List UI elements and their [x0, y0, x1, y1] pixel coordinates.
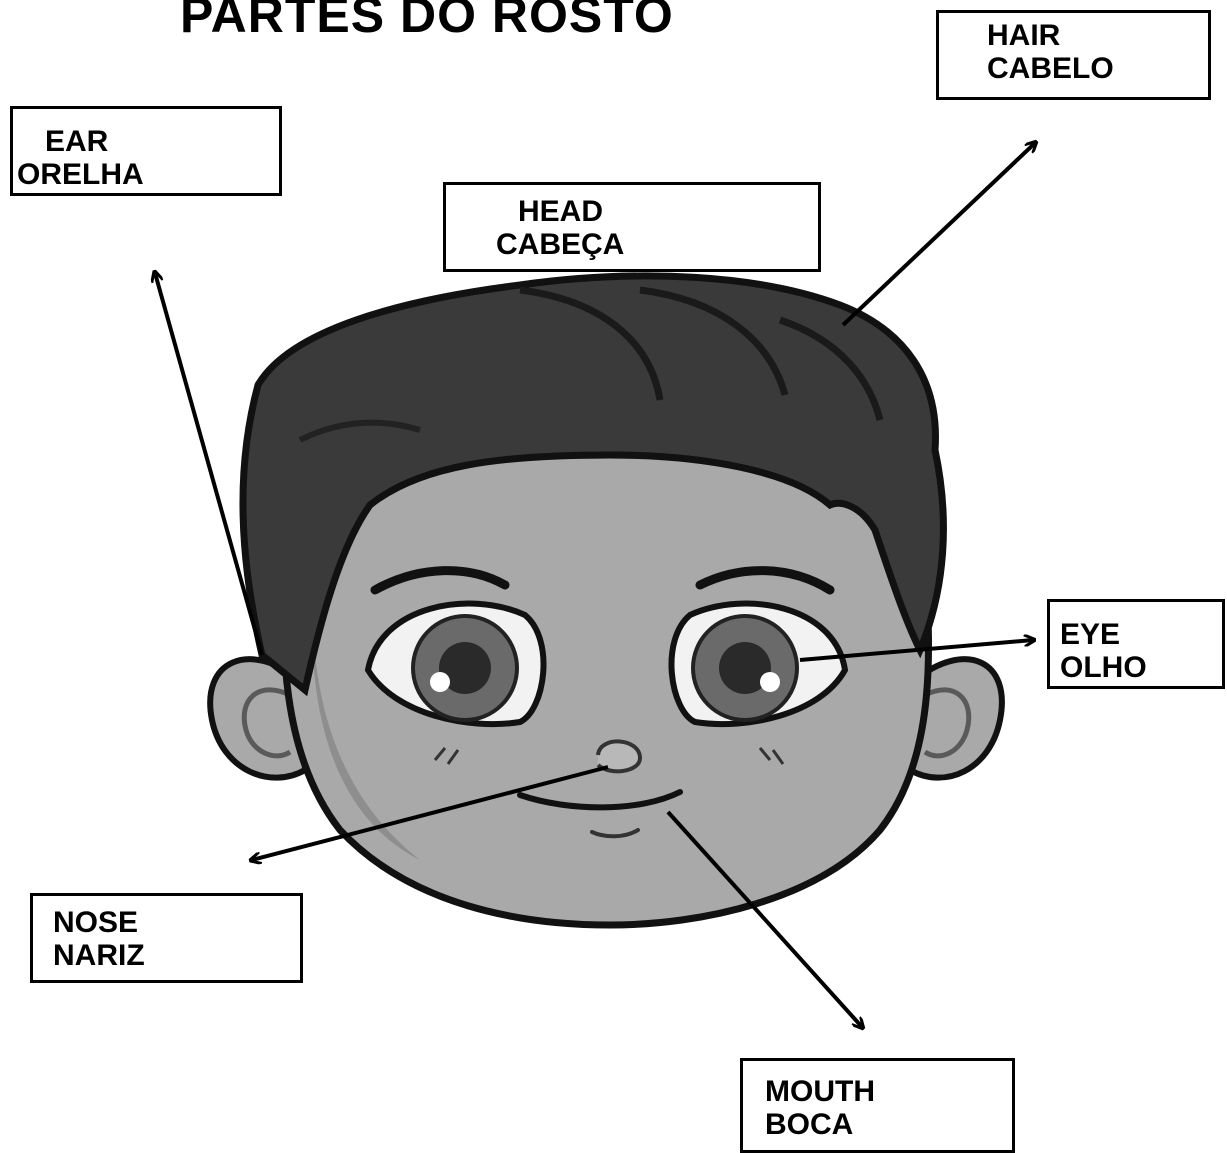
nose	[596, 739, 643, 774]
eye-arrow	[799, 640, 1033, 662]
left-eye	[364, 600, 547, 727]
left-ear	[207, 656, 309, 781]
nose-arrow	[252, 765, 609, 860]
mouth-arrow	[666, 810, 862, 1027]
ear-label-english: EAR	[45, 125, 109, 158]
left-cheek-marks	[433, 747, 460, 765]
mouth	[517, 789, 683, 811]
hair-label-box: HAIR CABELO	[936, 10, 1211, 100]
page-title: PARTES DO ROSTO	[180, 0, 674, 43]
eye-label-portuguese: OLHO	[1060, 651, 1147, 684]
ear-arrow	[155, 273, 264, 656]
mouth-label-english: MOUTH	[765, 1075, 875, 1108]
head-label-english: HEAD	[518, 195, 604, 228]
right-cheek-marks	[758, 747, 785, 765]
head-label-portuguese: CABEÇA	[496, 228, 625, 261]
eye-label-english: EYE	[1060, 618, 1121, 651]
chin-line	[590, 828, 640, 839]
head-label-box: HEAD CABEÇA	[443, 182, 821, 272]
right-eyebrow	[695, 566, 835, 595]
right-eye	[668, 600, 849, 727]
ear-label-portuguese: ORELHA	[17, 158, 144, 191]
ear-label-box: EAR ORELHA	[10, 106, 282, 196]
hair-label-portuguese: CABELO	[987, 52, 1114, 85]
left-eyebrow	[370, 566, 510, 595]
nose-label-english: NOSE	[53, 906, 139, 939]
nose-label-portuguese: NARIZ	[53, 939, 145, 972]
hair	[239, 272, 947, 697]
right-ear	[906, 656, 1005, 781]
nose-label-box: NOSE NARIZ	[30, 893, 303, 983]
hair-arrow	[841, 143, 1035, 327]
mouth-label-box: MOUTH BOCA	[740, 1058, 1015, 1153]
eye-label-box: EYE OLHO	[1047, 599, 1225, 689]
mouth-label-portuguese: BOCA	[765, 1108, 854, 1141]
hair-label-english: HAIR	[987, 19, 1061, 52]
